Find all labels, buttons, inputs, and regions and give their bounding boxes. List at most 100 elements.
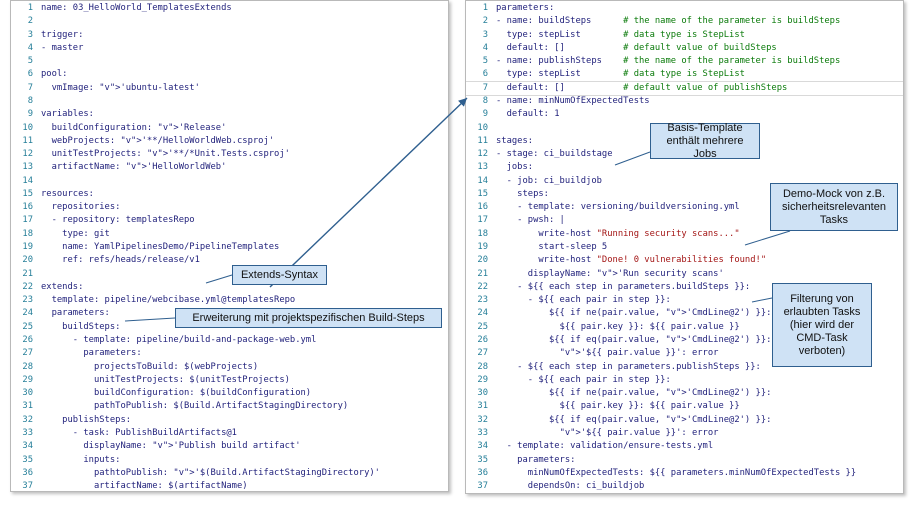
- code-line[interactable]: 2- name: buildSteps # the name of the pa…: [466, 15, 903, 28]
- code-line[interactable]: 15 steps:: [466, 188, 903, 201]
- code-line[interactable]: 5- name: publishSteps # the name of the …: [466, 55, 903, 68]
- code-line[interactable]: 21 displayName: "v">'Run security scans': [466, 268, 903, 281]
- code-line[interactable]: 33 "v">'${{ pair.value }}': error: [466, 427, 903, 440]
- code-line[interactable]: 23 - ${{ each pair in step }}:: [466, 294, 903, 307]
- code-line[interactable]: 29 - ${{ each pair in step }}:: [466, 374, 903, 387]
- code-line[interactable]: 24 parameters:: [11, 307, 448, 320]
- code-line[interactable]: 37 dependsOn: ci_buildjob: [466, 480, 903, 493]
- code-line[interactable]: 2: [11, 15, 448, 28]
- code-line[interactable]: 16 repositories:: [11, 201, 448, 214]
- line-number: 29: [22, 374, 33, 385]
- code-line[interactable]: 18 write-host "Running security scans...…: [466, 228, 903, 241]
- code-line[interactable]: 37 artifactName: $(artifactName): [11, 480, 448, 491]
- callout-basis-template: Basis-Template enthält mehrere Jobs: [650, 122, 760, 160]
- code-line[interactable]: 32 ${{ if eq(pair.value, "v">'CmdLine@2'…: [466, 414, 903, 427]
- code-line[interactable]: 32 publishSteps:: [11, 414, 448, 427]
- code-line[interactable]: 17 - pwsh: |: [466, 214, 903, 227]
- code-line[interactable]: 27 "v">'${{ pair.value }}': error: [466, 347, 903, 360]
- code-line[interactable]: 12 unitTestProjects: "v">'**/*Unit.Tests…: [11, 148, 448, 161]
- code-line[interactable]: 23 template: pipeline/webcibase.yml@temp…: [11, 294, 448, 307]
- code-text: pool:: [41, 69, 68, 80]
- code-line[interactable]: 26 - template: pipeline/build-and-packag…: [11, 334, 448, 347]
- code-line[interactable]: 4- master: [11, 42, 448, 55]
- line-number: 35: [22, 454, 33, 465]
- code-line[interactable]: 14 - job: ci_buildjob: [466, 175, 903, 188]
- code-text: variables:: [41, 109, 94, 120]
- code-line[interactable]: 33 - task: PublishBuildArtifacts@1: [11, 427, 448, 440]
- line-number: 8: [482, 95, 488, 106]
- code-text: - repository: templatesRepo: [41, 215, 195, 226]
- code-line[interactable]: 16 - template: versioning/buildversionin…: [466, 201, 903, 214]
- code-line[interactable]: 13 jobs:: [466, 161, 903, 174]
- code-line[interactable]: 29 unitTestProjects: $(unitTestProjects): [11, 374, 448, 387]
- code-text: "v">'${{ pair.value }}': error: [559, 427, 719, 438]
- code-line[interactable]: 22 - ${{ each step in parameters.buildSt…: [466, 281, 903, 294]
- code-line[interactable]: 36 minNumOfExpectedTests: ${{ parameters…: [466, 467, 903, 480]
- code-line[interactable]: 36 pathtoPublish: "v">'$(Build.ArtifactS…: [11, 467, 448, 480]
- code-line[interactable]: 30 buildConfiguration: $(buildConfigurat…: [11, 387, 448, 400]
- code-line[interactable]: 25 ${{ pair.key }}: ${{ pair.value }}: [466, 321, 903, 334]
- code-line[interactable]: 10 buildConfiguration: "v">'Release': [11, 122, 448, 135]
- code-text: parameters:: [41, 348, 142, 359]
- code-line[interactable]: 28 - ${{ each step in parameters.publish…: [466, 361, 903, 374]
- code-line[interactable]: 30 ${{ if ne(pair.value, "v">'CmdLine@2'…: [466, 387, 903, 400]
- code-line[interactable]: 13 artifactName: "v">'HelloWorldWeb': [11, 161, 448, 174]
- code-line[interactable]: 27 parameters:: [11, 347, 448, 360]
- line-number: 25: [477, 321, 488, 332]
- line-number: 10: [22, 122, 33, 133]
- code-line[interactable]: 26 ${{ if eq(pair.value, "v">'CmdLine@2'…: [466, 334, 903, 347]
- code-line[interactable]: 7 vmImage: "v">'ubuntu-latest': [11, 82, 448, 95]
- code-text: buildConfiguration: "v">'Release': [41, 122, 227, 133]
- code-line[interactable]: 11 webProjects: "v">'**/HelloWorldWeb.cs…: [11, 135, 448, 148]
- code-line[interactable]: 34 - template: validation/ensure-tests.y…: [466, 440, 903, 453]
- code-text: ${{ if ne(pair.value, "v">'CmdLine@2') }…: [496, 308, 772, 319]
- code-line[interactable]: 8- name: minNumOfExpectedTests: [466, 95, 903, 108]
- line-number: 5: [27, 56, 33, 67]
- code-line[interactable]: 18 type: git: [11, 228, 448, 241]
- code-line[interactable]: 17 - repository: templatesRepo: [11, 214, 448, 227]
- code-line[interactable]: 5: [11, 55, 448, 68]
- code-line[interactable]: 35 inputs:: [11, 454, 448, 467]
- code-line[interactable]: 24 ${{ if ne(pair.value, "v">'CmdLine@2'…: [466, 307, 903, 320]
- line-number: 1: [482, 3, 488, 13]
- code-line[interactable]: 4 default: [] # default value of buildSt…: [466, 42, 903, 55]
- code-line[interactable]: 10: [466, 122, 903, 135]
- code-text: buildConfiguration: $(buildConfiguration…: [41, 388, 312, 399]
- code-text: unitTestProjects: $(unitTestProjects): [41, 374, 290, 385]
- code-line[interactable]: 34 displayName: "v">'Publish build artif…: [11, 440, 448, 453]
- code-line[interactable]: 8: [11, 95, 448, 108]
- code-text: name: 03_HelloWorld_TemplatesExtends: [41, 3, 232, 13]
- code-line[interactable]: 9 default: 1: [466, 108, 903, 121]
- code-line[interactable]: 12- stage: ci_buildstage: [466, 148, 903, 161]
- code-text: write-host "Running security scans...": [496, 228, 740, 239]
- code-line[interactable]: 19 start-sleep 5: [466, 241, 903, 254]
- code-text: vmImage: "v">'ubuntu-latest': [41, 82, 200, 93]
- code-line[interactable]: 3 type: stepList # data type is StepList: [466, 29, 903, 42]
- code-line[interactable]: 21: [11, 268, 448, 281]
- code-line[interactable]: 6 type: stepList # data type is StepList: [466, 68, 903, 81]
- code-line[interactable]: 31 pathToPublish: $(Build.ArtifactStagin…: [11, 400, 448, 413]
- code-text: displayName: "v">'Publish build artifact…: [41, 441, 301, 452]
- code-line[interactable]: 7 default: [] # default value of publish…: [466, 80, 903, 96]
- code-text: parameters:: [496, 454, 576, 465]
- code-line[interactable]: 19 name: YamlPipelinesDemo/PipelineTempl…: [11, 241, 448, 254]
- code-line[interactable]: 20 ref: refs/heads/release/v1: [11, 254, 448, 267]
- code-line[interactable]: 35 parameters:: [466, 454, 903, 467]
- code-line[interactable]: 28 projectsToBuild: $(webProjects): [11, 361, 448, 374]
- code-line[interactable]: 31 ${{ pair.key }}: ${{ pair.value }}: [466, 400, 903, 413]
- code-line[interactable]: 25 buildSteps:: [11, 321, 448, 334]
- code-line[interactable]: 14: [11, 175, 448, 188]
- code-line[interactable]: 20 write-host "Done! 0 vulnerabilities f…: [466, 254, 903, 267]
- line-number: 18: [22, 228, 33, 239]
- code-text: minNumOfExpectedTests: ${{ parameters.mi…: [496, 467, 857, 478]
